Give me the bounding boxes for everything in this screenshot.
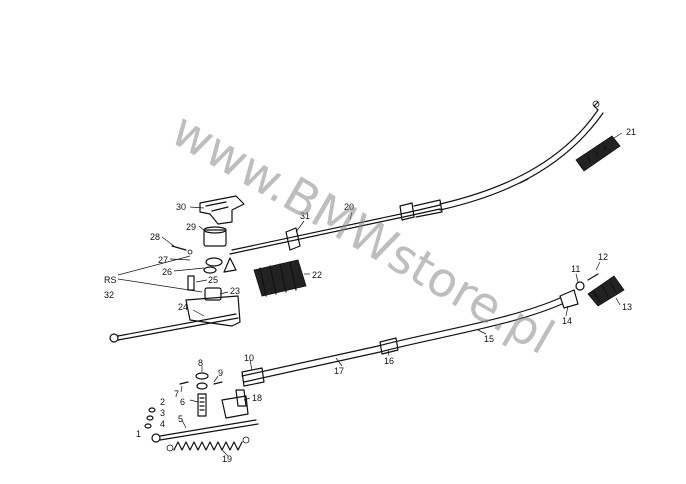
- label-20: 20: [344, 202, 354, 212]
- label-27: 27: [158, 255, 168, 265]
- small-hardware-lower: [179, 372, 249, 419]
- lever-plate-30: [199, 195, 245, 225]
- label-23: 23: [230, 286, 240, 296]
- label-17: 17: [334, 366, 344, 376]
- label-31: 31: [300, 211, 310, 221]
- part-number-labels: 30 29 28 27 26 RS 32 25 23 24 22 31 20 2…: [104, 127, 636, 464]
- label-15: 15: [484, 334, 494, 344]
- label-5: 5: [178, 414, 183, 424]
- label-9: 9: [218, 368, 223, 378]
- label-18: 18: [252, 393, 262, 403]
- label-8: 8: [198, 358, 203, 368]
- lower-cable: [241, 273, 599, 387]
- label-13: 13: [622, 302, 632, 312]
- label-14: 14: [562, 316, 572, 326]
- label-rs: RS: [104, 275, 117, 285]
- label-11: 11: [571, 264, 580, 274]
- label-25: 25: [208, 275, 218, 285]
- bellows-22: [253, 259, 307, 297]
- rod-5: [144, 407, 259, 443]
- label-3: 3: [160, 408, 165, 418]
- label-10: 10: [244, 353, 254, 363]
- label-30: 30: [176, 202, 186, 212]
- upper-cable: [229, 100, 604, 255]
- label-19: 19: [222, 454, 232, 464]
- label-1: 1: [136, 429, 141, 439]
- label-16: 16: [384, 356, 394, 366]
- spring-19: [166, 436, 250, 452]
- label-26: 26: [162, 267, 172, 277]
- label-6: 6: [180, 397, 185, 407]
- small-hardware-upper: [171, 245, 237, 274]
- label-29: 29: [186, 222, 196, 232]
- label-22: 22: [312, 270, 322, 280]
- label-28: 28: [150, 232, 160, 242]
- label-32: 32: [104, 290, 114, 300]
- watermark-text: www.BMWstore.pl: [162, 102, 563, 366]
- label-12: 12: [598, 252, 608, 262]
- rubber-boot-21: [575, 135, 621, 172]
- label-7: 7: [174, 389, 179, 399]
- label-21: 21: [626, 127, 636, 137]
- bracket-31: [285, 227, 301, 251]
- bushing-29: [203, 226, 227, 247]
- label-24: 24: [178, 302, 188, 312]
- label-2: 2: [160, 397, 165, 407]
- leader-lines: [117, 132, 623, 457]
- linkage-rod-24: [109, 295, 241, 343]
- rubber-boot-13: [587, 275, 625, 307]
- label-4: 4: [160, 419, 165, 429]
